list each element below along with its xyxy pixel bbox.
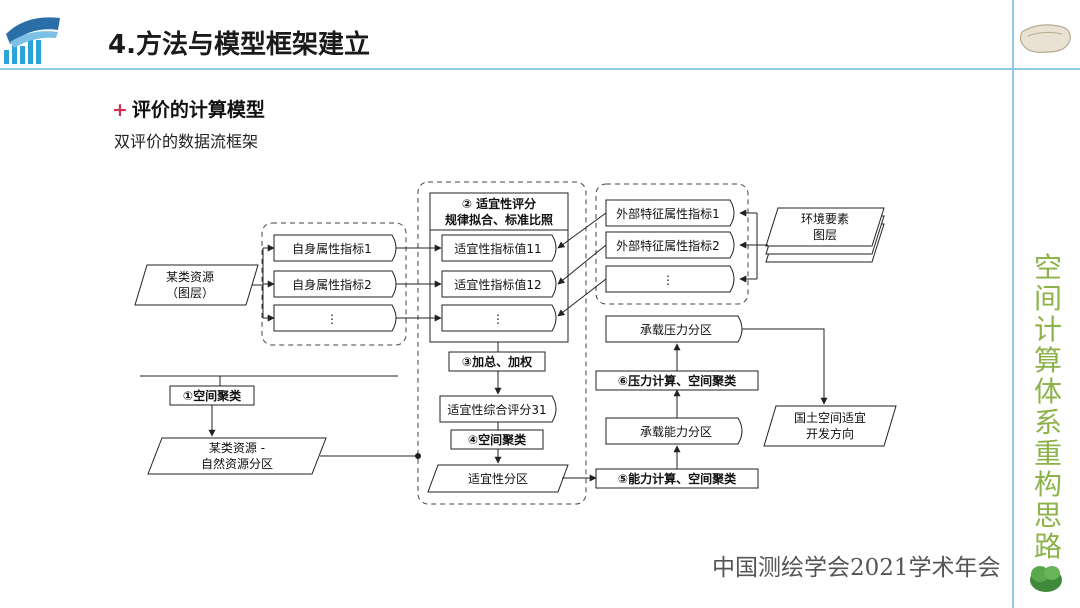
self-attr-node-3 xyxy=(273,304,397,332)
natural-zone-label-2: 自然资源分区 xyxy=(201,456,273,471)
self-attr-label-2: 自身属性指标2 xyxy=(292,277,372,292)
suit-value-node-11 xyxy=(441,234,557,262)
step2-label-2: 规律拟合、标准比照 xyxy=(445,212,553,227)
ext-attr-node-1 xyxy=(605,199,735,227)
capacity-zone-label: 承载能力分区 xyxy=(640,425,712,439)
result-label-1: 国土空间适宜 xyxy=(794,410,866,425)
step5-label: ⑤能力计算、空间聚类 xyxy=(618,471,737,486)
scroll-decoration-icon xyxy=(1019,24,1071,53)
natural-zone-node xyxy=(147,437,327,475)
step2-label-1: ② 适宜性评分 xyxy=(462,196,536,211)
composite-score-node xyxy=(439,395,557,423)
env-layer-label-2: 图层 xyxy=(813,228,837,242)
suit-zone-label: 适宜性分区 xyxy=(468,471,528,486)
side-title: 空间计算体系重构思路 xyxy=(1033,251,1062,563)
suit-value-node-12 xyxy=(441,270,557,298)
self-attr-ellipsis: ⋮ xyxy=(326,312,338,326)
self-attr-node-2 xyxy=(273,270,397,298)
self-attr-label-1: 自身属性指标1 xyxy=(292,241,372,256)
suit-value-label-12: 适宜性指标值12 xyxy=(454,277,541,292)
step6-label: ⑥压力计算、空间聚类 xyxy=(618,373,737,388)
header-divider xyxy=(0,68,1080,70)
side-divider xyxy=(1012,0,1014,608)
pressure-zone-node xyxy=(605,315,743,343)
logo-icon xyxy=(4,17,60,64)
section-heading: +评价的计算模型 xyxy=(112,95,265,122)
ext-attr-ellipsis: ⋮ xyxy=(662,273,674,287)
suit-value-node-3 xyxy=(441,304,557,332)
ext-attr-node-2 xyxy=(605,231,735,259)
step4-label: ④空间聚类 xyxy=(468,432,527,447)
suit-value-ellipsis: ⋮ xyxy=(492,312,504,326)
ext-attr-label-1: 外部特征属性指标1 xyxy=(616,206,720,221)
ext-attr-label-2: 外部特征属性指标2 xyxy=(616,238,720,253)
tree-decoration-icon xyxy=(1030,566,1062,592)
ext-attr-node-3 xyxy=(605,265,735,293)
external-attr-group xyxy=(595,183,749,305)
footer-watermark: 中国测绘学会2021学术年会 xyxy=(712,555,1001,581)
step1-label: ①空间聚类 xyxy=(183,388,242,403)
suitability-group xyxy=(417,181,587,505)
page-title: 4.方法与模型框架建立 xyxy=(108,30,370,60)
natural-zone-label-1: 某类资源 - xyxy=(209,441,265,455)
bullet-icon: + xyxy=(112,99,128,121)
env-layer-node xyxy=(765,207,885,247)
source-layer-label-2: （图层） xyxy=(166,286,214,300)
section-subtitle: 双评价的数据流框架 xyxy=(114,132,259,151)
pressure-zone-label: 承载压力分区 xyxy=(640,323,712,337)
suit-value-label-11: 适宜性指标值11 xyxy=(454,241,541,256)
step4-box xyxy=(450,429,544,450)
result-node xyxy=(763,405,897,447)
suit-zone-node xyxy=(427,464,569,493)
result-label-2: 开发方向 xyxy=(806,426,854,441)
env-layer-label-1: 环境要素 xyxy=(801,211,849,226)
section-heading-text: 评价的计算模型 xyxy=(131,99,265,121)
step3-box xyxy=(448,351,546,372)
composite-score-label: 适宜性综合评分31 xyxy=(447,402,546,417)
self-attr-node-1 xyxy=(273,234,397,262)
step2-box xyxy=(429,192,569,343)
source-layer-node xyxy=(134,264,259,306)
step3-label: ③加总、加权 xyxy=(462,354,533,369)
capacity-zone-node xyxy=(605,417,743,445)
source-layer-label-1: 某类资源 xyxy=(166,270,214,284)
